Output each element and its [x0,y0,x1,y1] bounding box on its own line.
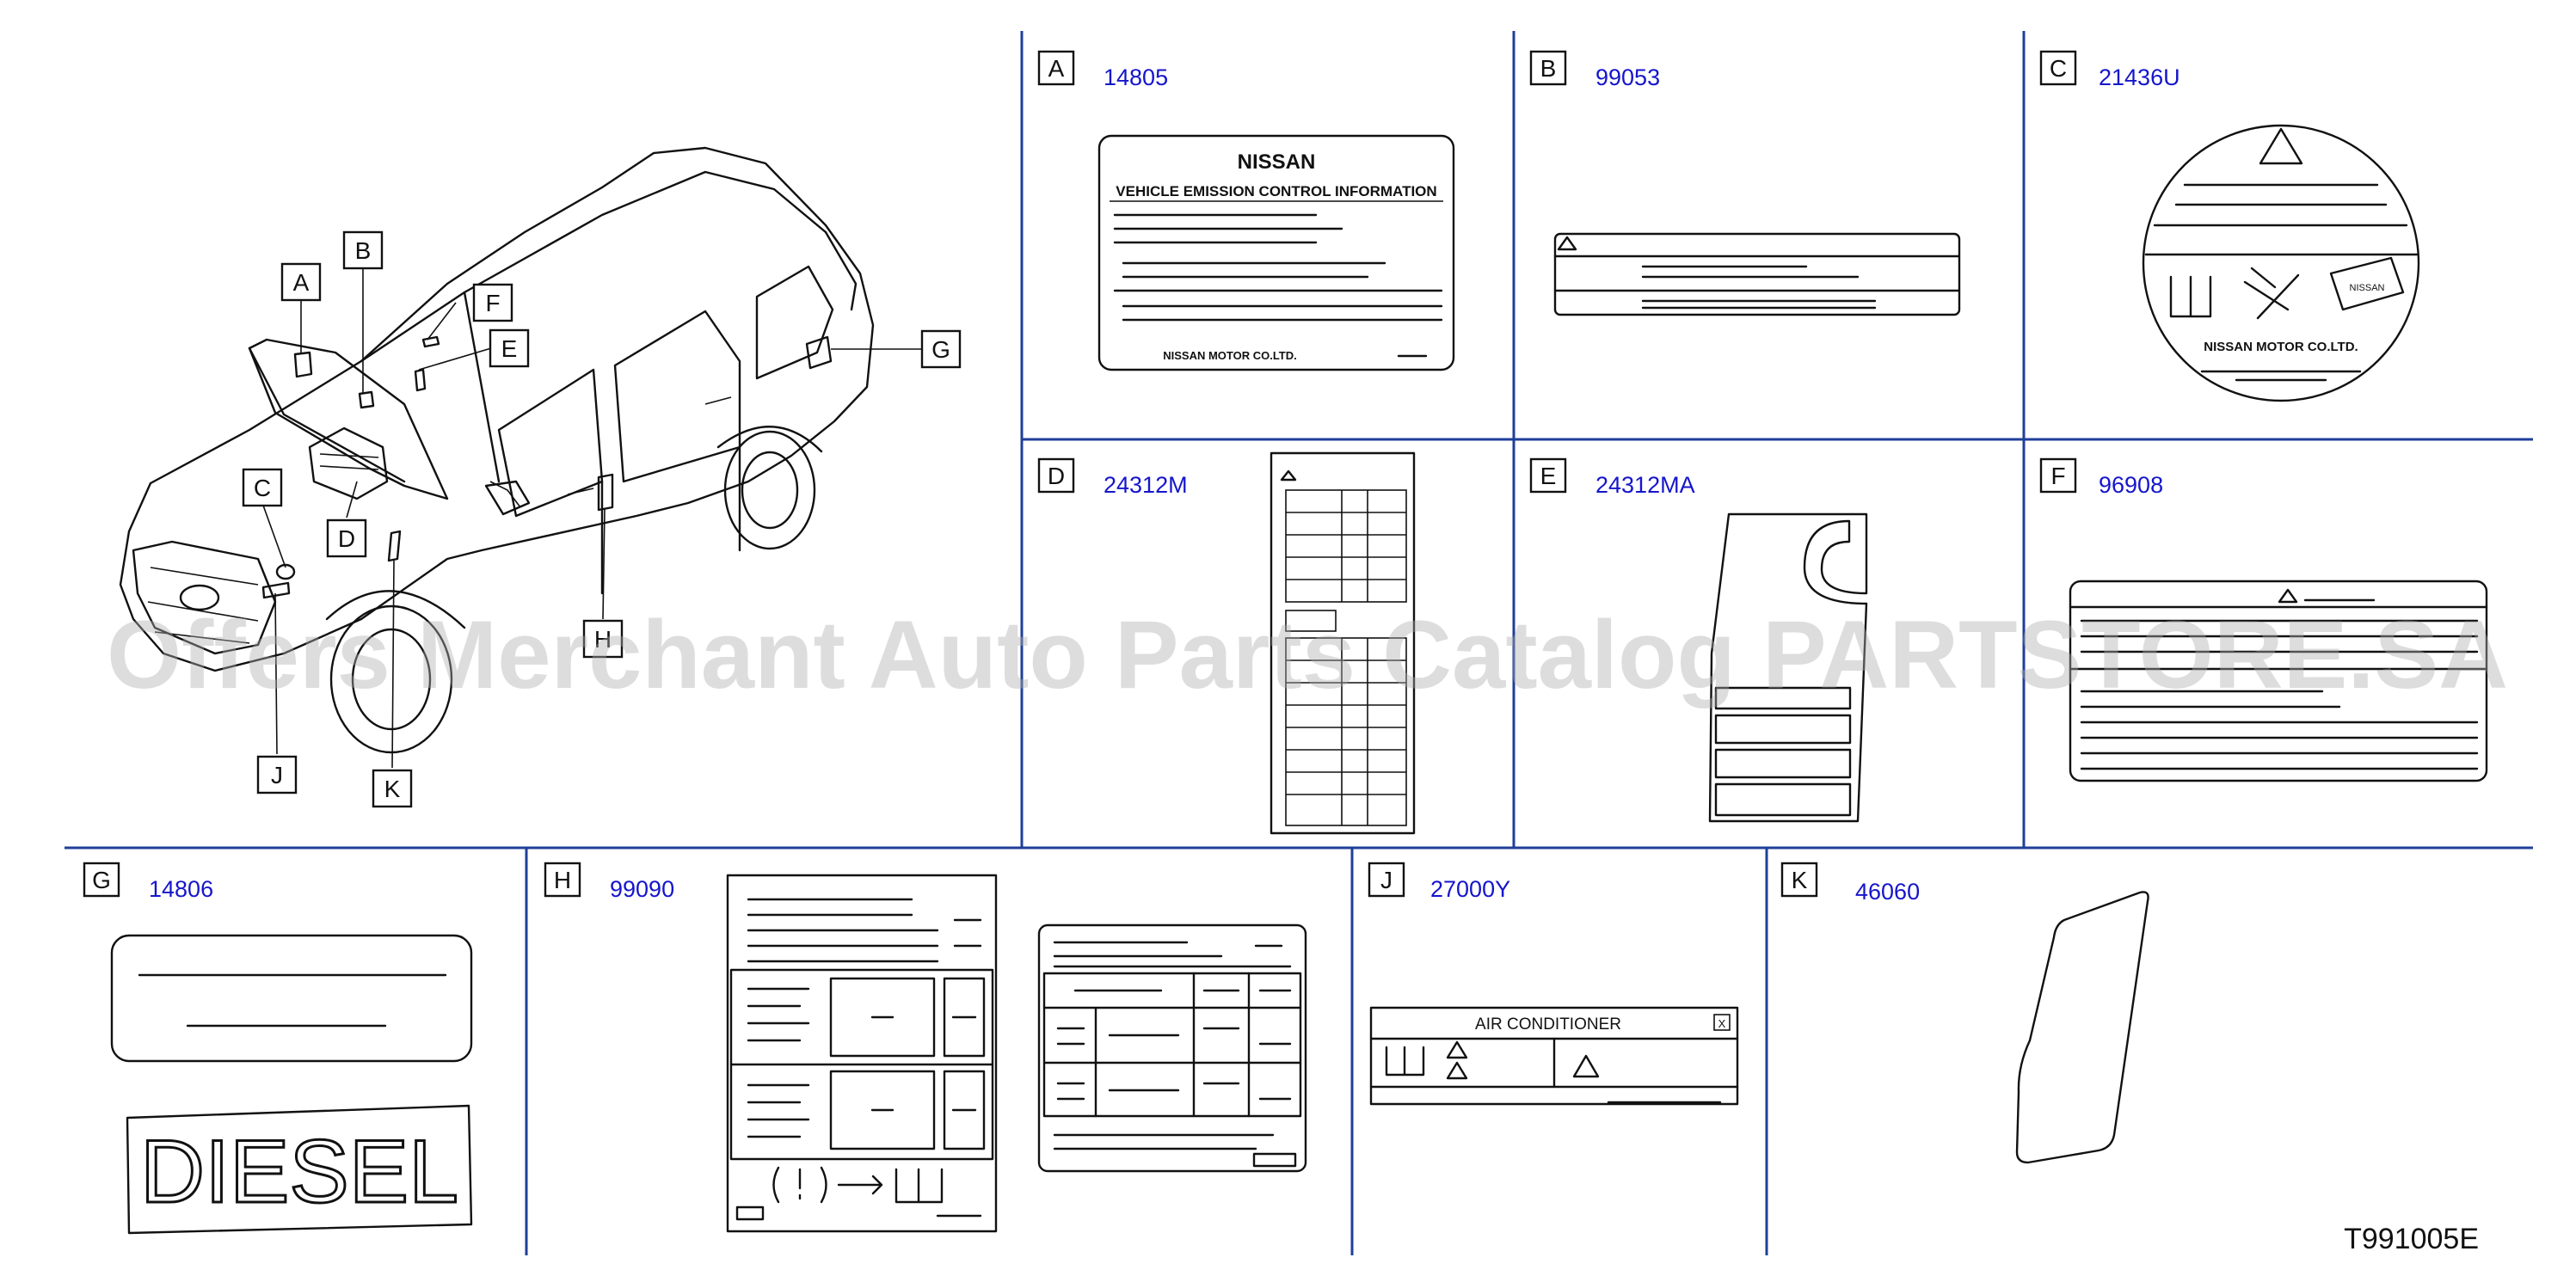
panel-h-code: 99090 [610,876,674,902]
callout-a[interactable]: A [280,262,322,302]
caution-tag-text: NISSAN [2350,283,2385,293]
panel-k[interactable]: K 46060 [1780,862,2149,1164]
figure-id: T991005E [2344,1223,2479,1255]
diesel-badge-drawing: DIESEL [126,1104,473,1235]
panel-g-code: 14806 [149,876,213,902]
callout-j-label: J [271,762,283,788]
panel-d[interactable]: D 24312M [1037,451,1416,835]
emission-title-text: VEHICLE EMISSION CONTROL INFORMATION [1116,183,1436,199]
panel-f-letter: F [2050,463,2065,489]
panel-b-letter: B [1540,55,1557,82]
panel-b[interactable]: B 99053 [1529,50,1961,316]
panel-h[interactable]: H 99090 [544,862,1307,1233]
panel-d-letter: D [1048,463,1065,489]
panel-j-code: 27000Y [1430,876,1510,902]
hang-tag-label-drawing [1708,512,1868,823]
air-conditioner-label-drawing: AIR CONDITIONER X [1369,1006,1739,1106]
ac-title-text: AIR CONDITIONER [1475,1015,1621,1034]
panel-j[interactable]: J 27000Y AIR CONDITIONER X [1368,862,1739,1106]
callout-k[interactable]: K [372,769,413,808]
callout-leaders [261,269,922,769]
panel-f-code: 96908 [2099,472,2163,498]
callout-e[interactable]: E [489,328,530,368]
panel-e-letter: E [1540,463,1557,489]
callout-k-label: K [384,776,401,802]
panel-g-letter: G [92,867,111,893]
panel-a[interactable]: A 14805 NISSAN VEHICLE EMISSION CONTROL … [1037,50,1455,371]
callout-b-label: B [355,237,372,264]
callout-d[interactable]: D [326,518,367,558]
round-caution-label-drawing: NISSAN NISSAN MOTOR CO.LTD. [2142,124,2420,402]
tall-chart-label-drawing [1270,451,1416,835]
callout-f[interactable]: F [472,283,513,322]
watermark-text: Offers Merchant Auto Parts Catalog PARTS… [107,601,2508,709]
callout-g[interactable]: G [920,329,962,369]
emission-label-drawing: NISSAN VEHICLE EMISSION CONTROL INFORMAT… [1097,134,1455,371]
plain-plate-label-drawing [110,934,473,1063]
nissan-logo-text: NISSAN [1238,150,1316,174]
callout-b[interactable]: B [342,230,384,270]
panel-a-code: 14805 [1104,64,1168,90]
callout-a-label: A [293,269,310,296]
curved-strip-label-drawing [2015,891,2149,1164]
panel-e-code: 24312MA [1595,472,1695,498]
panel-h-letter: H [554,867,571,893]
panel-a-letter: A [1048,55,1065,82]
panel-c-letter: C [2050,55,2067,82]
warning-strip-label-drawing [1553,232,1961,316]
panel-f[interactable]: F 96908 [2039,457,2488,782]
callout-j[interactable]: J [256,755,298,794]
vehicle-illustration [119,146,875,754]
callout-f-label: F [485,290,500,316]
panel-b-code: 99053 [1595,64,1660,90]
panel-j-letter: J [1380,867,1393,893]
callout-c[interactable]: C [242,468,283,507]
emission-maker-text: NISSAN MOTOR CO.LTD. [1163,349,1297,362]
diesel-text: DIESEL [140,1122,458,1222]
callout-e-label: E [501,335,518,362]
callout-c-label: C [254,475,271,501]
panel-g[interactable]: G 14806 DIESEL [83,862,473,1235]
caution-maker-text: NISSAN MOTOR CO.LTD. [2204,340,2358,354]
callout-h[interactable]: H [582,619,624,659]
panel-e[interactable]: E 24312MA [1529,457,1868,823]
panel-c-code: 21436U [2099,64,2180,90]
tire-info-label-drawing [726,874,998,1233]
callout-g-label: G [931,336,950,363]
panel-c[interactable]: C 21436U NISSAN NISSAN MOTOR CO.LTD. [2039,50,2420,402]
tire-table-label-drawing [1037,923,1307,1173]
panel-k-code: 46060 [1855,879,1920,905]
panel-d-code: 24312M [1104,472,1188,498]
callout-h-label: H [594,626,612,653]
panel-k-letter: K [1792,867,1808,893]
ac-x-text: X [1718,1017,1726,1030]
wide-info-label-drawing [2069,580,2488,782]
callout-d-label: D [338,525,355,552]
panel-grid [65,31,2533,1255]
